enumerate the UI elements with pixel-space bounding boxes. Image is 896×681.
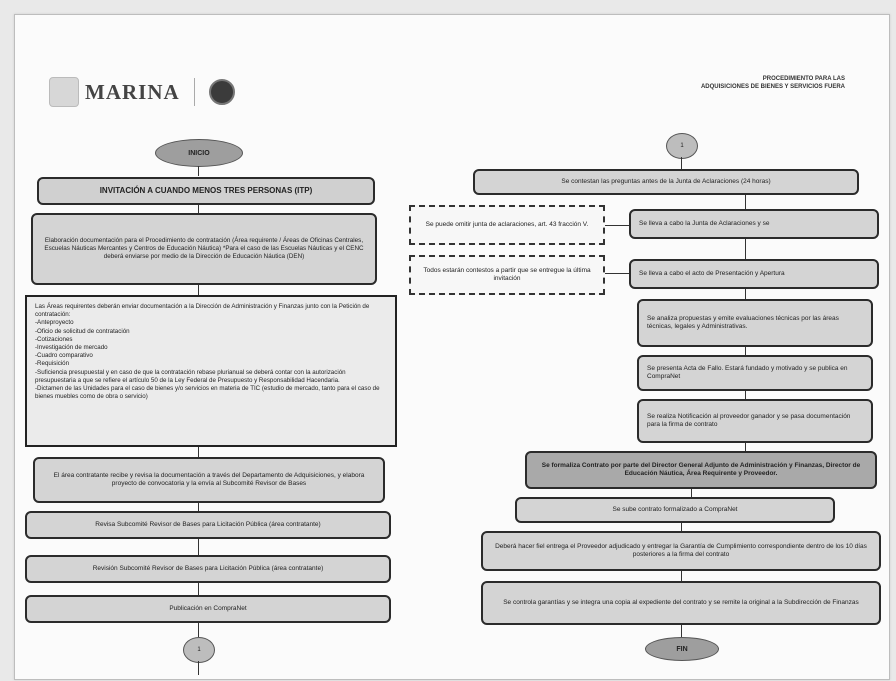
requirements-box: Las Áreas requirentes deberán enviar doc… bbox=[25, 295, 397, 447]
flow-arrow bbox=[605, 273, 629, 274]
flow-arrow bbox=[198, 583, 199, 595]
clarifications-box: Se lleva a cabo la Junta de Aclaraciones… bbox=[629, 209, 879, 239]
connector-circle: 1 bbox=[666, 133, 698, 159]
presentation-box: Se lleva a cabo el acto de Presentación … bbox=[629, 259, 879, 289]
guarantee-control-box: Se controla garantías y se integra una c… bbox=[481, 581, 881, 625]
requirement-item: -Cotizaciones bbox=[35, 335, 73, 343]
notification-box: Se realiza Notificación al proveedor gan… bbox=[637, 399, 873, 443]
brand-name: MARINA bbox=[85, 79, 180, 104]
flow-arrow bbox=[198, 285, 199, 295]
flow-arrow bbox=[745, 239, 746, 259]
flow-arrow bbox=[198, 661, 199, 675]
flow-arrow bbox=[681, 625, 682, 637]
procedure-header: PROCEDIMIENTO PARA LAS ADQUISICIONES DE … bbox=[615, 75, 845, 91]
flow-arrow bbox=[198, 539, 199, 555]
flow-arrow bbox=[681, 157, 682, 169]
omit-clarifications-note: Se puede omitir junta de aclaraciones, a… bbox=[409, 205, 605, 245]
flow-arrow bbox=[198, 623, 199, 637]
review-box: El área contratante recibe y revisa la d… bbox=[33, 457, 385, 503]
questions-box: Se contestan las preguntas antes de la J… bbox=[473, 169, 859, 195]
requirement-item: -Suficiencia presupuestal y en caso de q… bbox=[35, 368, 346, 384]
itp-title-box: INVITACIÓN A CUANDO MENOS TRES PERSONAS … bbox=[37, 177, 375, 205]
flow-arrow bbox=[198, 503, 199, 511]
flow-arrow bbox=[198, 205, 199, 213]
flow-arrow bbox=[198, 447, 199, 457]
requirement-item: -Anteproyecto bbox=[35, 319, 74, 327]
evaluation-box: Se analiza propuestas y emite evaluacion… bbox=[637, 299, 873, 347]
flow-arrow bbox=[745, 347, 746, 355]
documentation-box: Elaboración documentación para el Proced… bbox=[31, 213, 377, 285]
end-oval: FIN bbox=[645, 637, 719, 661]
requirement-item: -Cuadro comparativo bbox=[35, 352, 93, 360]
flow-arrow bbox=[745, 443, 746, 451]
formalization-box: Se formaliza Contrato por parte del Dire… bbox=[525, 451, 877, 489]
start-oval: INICIO bbox=[155, 139, 243, 167]
requirement-item: -Dictamen de las Unidades para el caso d… bbox=[35, 385, 380, 401]
award-box: Se presenta Acta de Fallo. Estará fundad… bbox=[637, 355, 873, 391]
answers-note: Todos estarán contestos a partir que se … bbox=[409, 255, 605, 295]
procedure-title-line-2: ADQUISICIONES DE BIENES Y SERVICIOS FUER… bbox=[700, 84, 845, 90]
requirement-item: -Requisición bbox=[35, 360, 70, 368]
flow-arrow bbox=[681, 571, 682, 581]
marina-logo: MARINA bbox=[49, 77, 235, 107]
eagle-emblem-icon bbox=[49, 77, 79, 107]
upload-contract-box: Se sube contrato formalizado a CompraNet bbox=[515, 497, 835, 523]
navy-seal-icon bbox=[208, 79, 235, 105]
requirement-item: -Investigación de mercado bbox=[35, 344, 108, 352]
flow-arrow bbox=[198, 166, 199, 176]
flow-arrow bbox=[745, 391, 746, 399]
flow-arrow bbox=[745, 289, 746, 299]
publication-box: Publicación en CompraNet bbox=[25, 595, 391, 623]
logo-divider bbox=[193, 78, 195, 106]
requirements-intro: Las Áreas requirentes deberán enviar doc… bbox=[35, 303, 370, 319]
flow-arrow bbox=[681, 523, 682, 531]
subcommittee-revision-box: Revisión Subcomité Revisor de Bases para… bbox=[25, 555, 391, 583]
requirement-item: -Oficio de solicitud de contratación bbox=[35, 327, 130, 335]
flow-arrow bbox=[605, 225, 629, 226]
flow-arrow bbox=[745, 195, 746, 209]
guarantee-box: Deberá hacer fiel entrega el Proveedor a… bbox=[481, 531, 881, 571]
flow-arrow bbox=[691, 489, 692, 497]
connector-circle: 1 bbox=[183, 637, 215, 663]
procedure-title-line-1: PROCEDIMIENTO PARA LAS bbox=[762, 76, 845, 82]
subcommittee-review-box: Revisa Subcomité Revisor de Bases para L… bbox=[25, 511, 391, 539]
document-page: MARINA PROCEDIMIENTO PARA LAS ADQUISICIO… bbox=[14, 14, 890, 680]
